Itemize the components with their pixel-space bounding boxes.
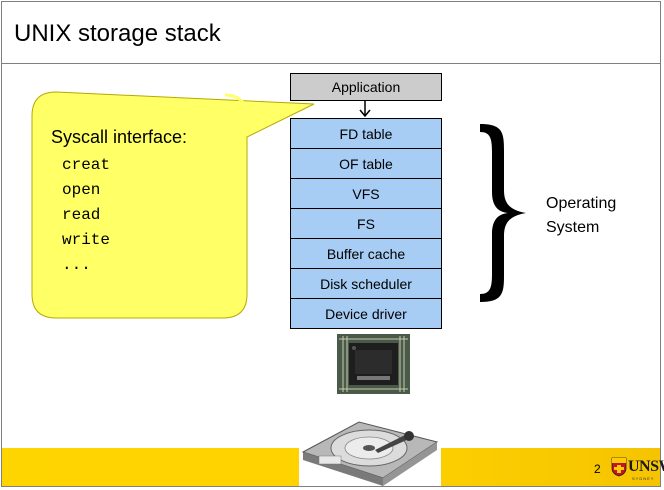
operating-system-label: Operating System: [546, 192, 616, 240]
title-divider: [1, 63, 661, 64]
storage-stack: FD table OF table VFS FS Buffer cache Di…: [290, 118, 442, 329]
page-number: 2: [594, 462, 601, 476]
syscall-item-write: write: [62, 231, 111, 249]
layer-device-driver: Device driver: [290, 299, 442, 329]
callout-heading: Syscall interface:: [51, 127, 188, 147]
slide-title: UNIX storage stack: [14, 20, 221, 47]
chip-icon: [337, 334, 410, 394]
unsw-logo: UNSW SYDNEY: [611, 455, 664, 483]
syscall-item-open: open: [62, 181, 101, 199]
layer-vfs: VFS: [290, 179, 442, 209]
layer-buffer-cache: Buffer cache: [290, 239, 442, 269]
syscall-item-ellipsis: ...: [62, 256, 91, 274]
unsw-crest-icon: [611, 457, 627, 477]
application-box: Application: [290, 73, 442, 101]
hard-disk-icon: [301, 421, 439, 486]
down-arrow-icon: [359, 101, 371, 117]
syscall-item-read: read: [62, 206, 101, 224]
layer-disk-scheduler: Disk scheduler: [290, 269, 442, 299]
layer-fs: FS: [290, 209, 442, 239]
layer-fd-table: FD table: [290, 118, 442, 149]
right-brace-icon: [480, 124, 526, 302]
logo-subtext: SYDNEY: [632, 476, 655, 481]
layer-of-table: OF table: [290, 149, 442, 179]
logo-text: UNSW: [628, 458, 664, 475]
operating-system-label-line2: System: [546, 219, 600, 236]
syscall-list: creat open read write ...: [62, 153, 110, 278]
operating-system-label-line1: Operating: [546, 195, 617, 212]
syscall-item-creat: creat: [62, 156, 111, 174]
